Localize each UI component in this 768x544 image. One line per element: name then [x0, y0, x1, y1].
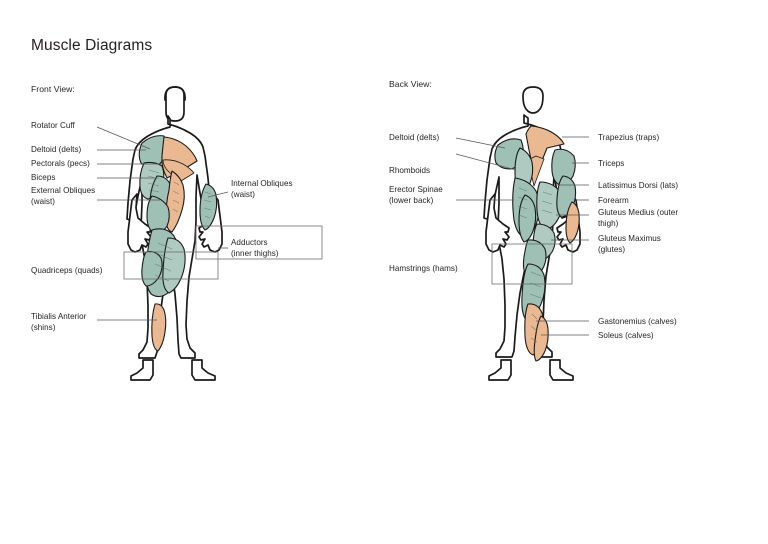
back-muscle-fills — [494, 125, 580, 362]
front-label-external-obliques: External Obliques (waist) — [31, 186, 96, 206]
back-muscle-erector-spinae — [518, 194, 537, 243]
front-muscle-tibialis-anterior — [151, 303, 167, 352]
back-label-gluteus-medius: Gluteus Medius (outer thigh) — [598, 208, 679, 228]
front-muscle-adductors — [141, 251, 163, 287]
front-label-tibialis-anterior: Tibialis Anterior (shins) — [31, 312, 87, 332]
back-muscle-forearm — [565, 201, 580, 244]
front-view-label: Front View: — [31, 84, 75, 94]
back-label-latissimus-dorsi: Latissimus Dorsi (lats) — [598, 181, 679, 190]
back-label-deltoid: Deltoid (delts) — [389, 133, 440, 142]
front-adductors-callout-box — [195, 225, 323, 260]
front-label-rotator-cuff: Rotator Cuff — [31, 121, 75, 130]
front-muscle-striations — [147, 169, 212, 282]
back-hamstrings-callout-box — [491, 243, 573, 285]
back-view-label: Back View: — [389, 79, 432, 89]
back-label-gastrocnemius: Gastonemius (calves) — [598, 317, 677, 326]
back-leader-lines — [455, 136, 589, 336]
front-muscle-pectorals-lower — [162, 159, 195, 182]
front-body-outline — [126, 86, 223, 381]
page-title: Muscle Diagrams — [31, 37, 153, 54]
back-label-erector-spinae: Erector Spinae (lower back) — [389, 185, 443, 205]
front-label-internal-obliques: Internal Obliques (waist) — [231, 179, 293, 199]
back-muscle-soleus — [533, 315, 549, 362]
back-figure — [455, 86, 589, 381]
front-leader-lines — [96, 126, 229, 321]
back-muscle-striations — [517, 187, 553, 343]
back-label-hamstrings: Hamstrings (hams) — [389, 264, 458, 273]
front-figure — [96, 86, 323, 381]
front-label-pectorals: Pectorals (pecs) — [31, 159, 90, 168]
front-label-biceps: Biceps — [31, 173, 56, 182]
back-label-trapezius: Trapezius (traps) — [598, 133, 660, 142]
back-label-soleus: Soleus (calves) — [598, 331, 654, 340]
back-label-rhomboids: Rhomboids — [389, 166, 431, 175]
front-label-adductors: Adductors (inner thighs) — [231, 238, 279, 258]
back-label-triceps: Triceps — [598, 159, 625, 168]
back-label-gluteus-maximus: Gluteus Maximus (glutes) — [598, 234, 661, 254]
front-quadriceps-callout-box — [123, 251, 219, 280]
front-label-deltoid: Deltoid (delts) — [31, 145, 82, 154]
front-muscle-forearm — [165, 170, 185, 233]
front-label-quadriceps: Quadriceps (quads) — [31, 266, 103, 275]
back-label-forearm: Forearm — [598, 196, 629, 205]
